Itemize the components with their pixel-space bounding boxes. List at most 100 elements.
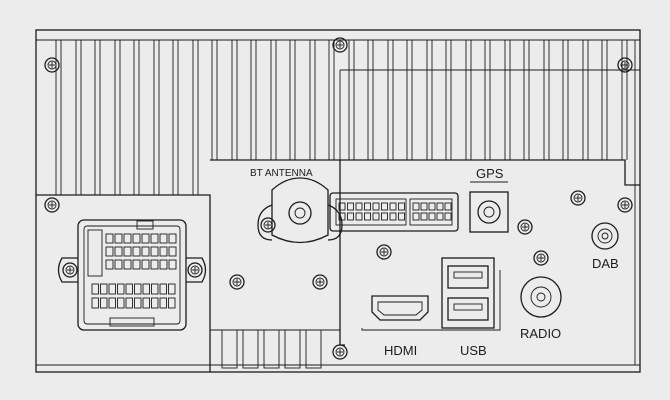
gps-label: GPS [476,166,504,181]
multi-pin [389,212,397,221]
multi-pin [412,212,420,221]
bt-antenna-label: BT ANTENNA [250,168,313,179]
screw-icon [617,57,633,73]
multi-pin [372,202,380,211]
screw-icon [332,344,348,360]
connector-pin [114,259,123,270]
connector-pin [105,259,114,270]
multi-pin [444,202,452,211]
connector-pin [141,233,150,244]
connector-pin [168,297,176,309]
heat-sink-fins [55,40,628,195]
connector-pin [108,283,116,295]
connector-pin [159,283,167,295]
usb-ports [361,257,501,331]
bottom-fin [284,329,301,369]
bottom-fin [263,329,280,369]
connector-pins-bottom [91,283,176,309]
connector-pin [108,297,116,309]
multi-pin [338,212,346,221]
connector-pin [117,297,125,309]
multi-pin-connector [329,192,459,232]
multi-pin [398,212,405,221]
multi-pin [428,212,436,221]
connector-pin [132,233,141,244]
screw-icon [229,274,245,290]
screw-icon [570,190,586,206]
multi-pin [420,212,428,221]
screw-icon [332,37,348,53]
connector-pin [125,297,133,309]
multi-pin [347,202,354,211]
screw-icon [260,217,276,233]
connector-pin [125,283,133,295]
screw-icon [617,197,633,213]
screw-icon [44,197,60,213]
connector-pin [134,297,142,309]
multi-pin [355,202,363,211]
connector-pin [150,259,159,270]
connector-pin [150,233,159,244]
connector-pin [114,233,123,244]
multi-pin [364,212,371,221]
bottom-fin [305,329,322,369]
dab-connector [591,222,619,250]
connector-pin [134,283,142,295]
multi-pin [381,212,388,221]
connector-pins-top [105,233,177,270]
bottom-fin [221,329,238,369]
bottom-fin [242,329,259,369]
multi-pin [347,212,354,221]
connector-pin [142,283,150,295]
radio-connector [520,276,562,318]
connector-pin [159,259,168,270]
screw-icon [187,262,203,278]
multi-pin [338,202,346,211]
multi-pin [412,202,420,211]
multi-pin [428,202,436,211]
connector-pin [100,283,108,295]
connector-pin [105,246,114,257]
connector-pin [141,259,150,270]
chassis-outline [35,29,641,373]
radio-label: RADIO [520,326,561,341]
multi-pin [420,202,428,211]
bottom-fins [221,329,322,369]
screw-icon [62,262,78,278]
hdmi-label: HDMI [384,343,417,358]
screw-icon [312,274,328,290]
connector-pin [151,283,159,295]
connector-pin [132,246,141,257]
multi-pin [372,212,380,221]
connector-pin [123,233,132,244]
hdmi-port [371,295,429,321]
connector-pin [159,246,168,257]
connector-pin [159,297,167,309]
connector-pin [123,259,132,270]
connector-pin [132,259,141,270]
connector-pin [141,246,150,257]
screw-icon [517,219,533,235]
connector-pin [168,259,177,270]
screw-group [44,37,633,360]
usb-label: USB [460,343,487,358]
multi-pin [381,202,388,211]
multi-pin [398,202,405,211]
main-wiring-connector [57,219,207,331]
connector-pin [168,246,177,257]
connector-pin [168,283,176,295]
connector-pin [159,233,168,244]
multi-pin [436,212,444,221]
multi-pin [355,212,363,221]
connector-pin [91,297,99,309]
gps-connector [469,181,509,233]
multi-pin [364,202,371,211]
multi-pin [436,202,444,211]
multi-pin [389,202,397,211]
screw-icon [44,57,60,73]
connector-pin [168,233,177,244]
connector-pin [142,297,150,309]
multi-pin [444,212,452,221]
screw-icon [376,244,392,260]
